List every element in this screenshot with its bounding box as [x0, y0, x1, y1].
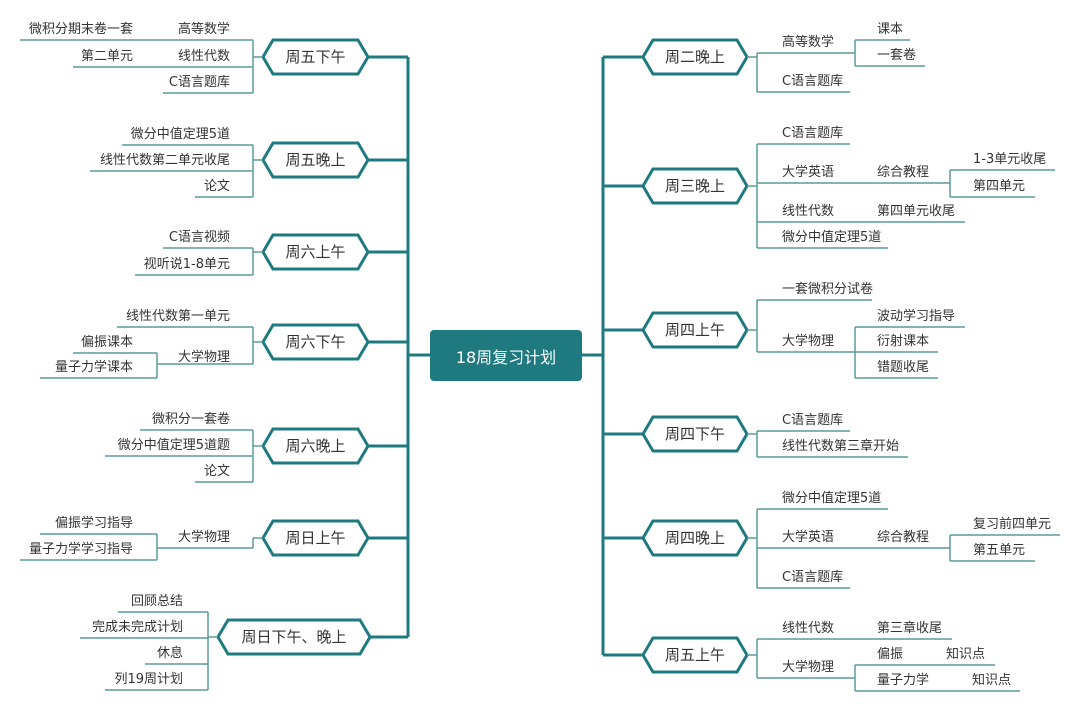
topic-node[interactable]: 大学英语: [782, 530, 835, 545]
branch-node[interactable]: 周五上午: [664, 646, 725, 664]
topic-node[interactable]: 大学物理: [177, 530, 230, 545]
topic-node[interactable]: 量子力学课本: [54, 360, 133, 375]
topic-node[interactable]: 偏振课本: [80, 335, 133, 350]
topic-node[interactable]: 错题收尾: [877, 360, 930, 375]
topic-node[interactable]: 第二单元: [80, 49, 133, 64]
topic-node[interactable]: 线性代数: [177, 49, 230, 64]
branch-node-shape: [641, 167, 749, 205]
topic-node[interactable]: 论文: [203, 464, 230, 479]
topic-node[interactable]: 课本: [877, 22, 904, 37]
topic-node[interactable]: 线性代数: [782, 204, 835, 219]
topic-node[interactable]: C语言题库: [782, 413, 844, 428]
topic-node[interactable]: 第三章收尾: [877, 621, 943, 636]
branch-node[interactable]: 周六上午: [285, 243, 346, 261]
branch-node-shape: [641, 415, 749, 453]
topic-node[interactable]: 知识点: [972, 673, 1012, 688]
topic-node[interactable]: 一套卷: [877, 48, 917, 63]
topic-node[interactable]: 大学物理: [177, 350, 230, 365]
branch-node-shape: [641, 636, 749, 674]
topic-node[interactable]: 大学英语: [782, 165, 835, 180]
topic-node[interactable]: C语言视频: [168, 230, 230, 245]
topic-node[interactable]: 线性代数第三章开始: [782, 439, 900, 454]
branch-node[interactable]: 周四下午: [664, 425, 725, 443]
topic-node[interactable]: 线性代数第二单元收尾: [99, 153, 230, 168]
topic-node[interactable]: 一套微积分试卷: [782, 282, 874, 297]
topic-node[interactable]: 微分中值定理5道: [130, 127, 230, 142]
topic-node[interactable]: 偏振学习指导: [54, 516, 133, 531]
topic-node[interactable]: 衍射课本: [877, 334, 930, 349]
topic-node[interactable]: 高等数学: [782, 35, 835, 50]
topic-node[interactable]: 1-3单元收尾: [973, 152, 1047, 167]
branch-node-shape: [641, 38, 749, 76]
topic-node[interactable]: 线性代数第一单元: [125, 309, 230, 324]
topic-node[interactable]: 列19周计划: [114, 672, 183, 687]
topic-node[interactable]: C语言题库: [782, 570, 844, 585]
topic-node[interactable]: 第四单元收尾: [877, 204, 956, 219]
branch-node[interactable]: 周四上午: [664, 321, 725, 339]
topic-node[interactable]: 量子力学: [877, 673, 930, 688]
topic-node[interactable]: 休息: [156, 646, 183, 661]
topic-node[interactable]: 复习前四单元: [973, 517, 1052, 532]
branch-node[interactable]: 周六下午: [285, 333, 346, 351]
topic-node[interactable]: 微积分期末卷一套: [28, 22, 133, 37]
branch-node[interactable]: 周四晚上: [664, 529, 725, 547]
topic-node[interactable]: C语言题库: [168, 75, 230, 90]
topic-node[interactable]: 波动学习指导: [877, 309, 956, 324]
topic-node[interactable]: 偏振: [877, 647, 904, 662]
topic-node[interactable]: 大学物理: [782, 660, 835, 675]
branch-node[interactable]: 周五晚上: [285, 151, 346, 169]
topic-node[interactable]: 综合教程: [877, 530, 930, 545]
topic-node[interactable]: 微分中值定理5道: [782, 230, 882, 245]
topic-node[interactable]: 完成未完成计划: [91, 620, 183, 635]
topic-node[interactable]: 量子力学学习指导: [28, 542, 133, 557]
topic-node[interactable]: 微分中值定理5道题: [117, 438, 230, 453]
topic-node[interactable]: C语言题库: [782, 74, 844, 89]
topic-node[interactable]: 微积分一套卷: [151, 412, 230, 427]
central-topic[interactable]: 18周复习计划: [430, 330, 582, 381]
branch-node[interactable]: 周日下午、晚上: [241, 628, 347, 646]
topic-node[interactable]: 第五单元: [973, 543, 1026, 558]
topic-node[interactable]: 微分中值定理5道: [782, 491, 882, 506]
topic-node[interactable]: 大学物理: [782, 334, 835, 349]
branch-node[interactable]: 周二晚上: [664, 48, 725, 66]
topic-node[interactable]: 论文: [203, 179, 230, 194]
topic-node[interactable]: 第四单元: [973, 179, 1026, 194]
topic-node[interactable]: 知识点: [946, 647, 986, 662]
branch-node-shape: [641, 311, 749, 349]
topic-node[interactable]: 视听说1-8单元: [143, 257, 230, 272]
topic-node[interactable]: 综合教程: [877, 165, 930, 180]
topic-node[interactable]: 回顾总结: [130, 594, 183, 609]
branch-node-shape: [641, 519, 749, 557]
branch-node[interactable]: 周三晚上: [664, 177, 725, 195]
topic-node[interactable]: 线性代数: [782, 621, 835, 636]
topic-node[interactable]: C语言题库: [782, 126, 844, 141]
branch-node[interactable]: 周日上午: [285, 529, 346, 547]
topic-node[interactable]: 高等数学: [177, 22, 230, 37]
branch-node[interactable]: 周六晚上: [285, 437, 346, 455]
branch-node[interactable]: 周五下午: [285, 48, 346, 66]
